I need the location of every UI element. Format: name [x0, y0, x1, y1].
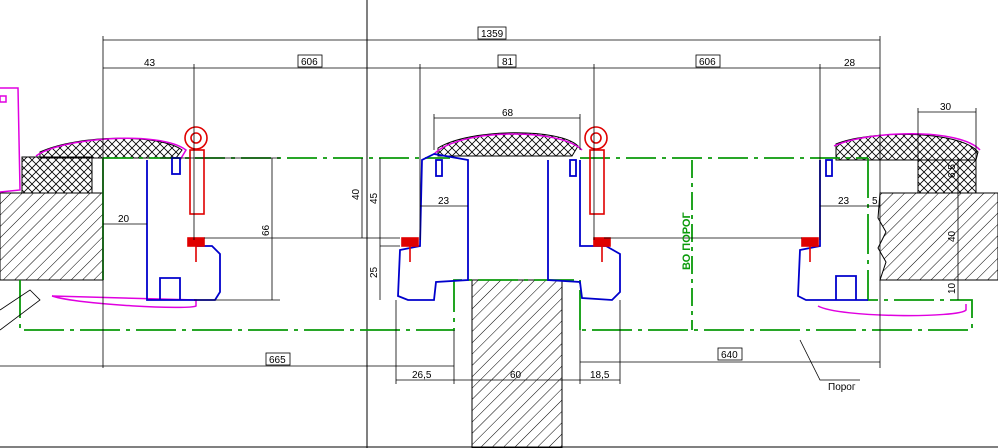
dim-5: 5 — [872, 196, 878, 207]
hinge-right — [584, 126, 611, 262]
dim-66: 66 — [261, 224, 272, 236]
screw-2 — [401, 237, 419, 262]
dimension-lines — [0, 36, 977, 384]
dimension-boxes — [265, 26, 743, 366]
dim-40-left: 40 — [351, 188, 362, 200]
dim-30: 30 — [940, 102, 952, 113]
insulation — [21, 132, 979, 194]
screw-4 — [801, 237, 819, 262]
dim-606-right: 606 — [699, 57, 716, 68]
center-post — [471, 279, 563, 448]
dim-28: 28 — [844, 58, 856, 69]
floor-level-label: ВО ПОРОГ — [681, 212, 693, 270]
dim-25: 25 — [369, 266, 380, 278]
dim-60: 60 — [510, 370, 522, 381]
dim-26-5: 26,5 — [412, 370, 432, 381]
dim-18-5: 18,5 — [590, 370, 610, 381]
dim-40-right: 40 — [947, 230, 958, 242]
dim-20: 20 — [118, 214, 130, 225]
magenta-trims — [0, 87, 981, 317]
dim-640: 640 — [721, 350, 738, 361]
wall-left — [0, 192, 104, 281]
dim-665: 665 — [269, 355, 286, 366]
dim-43: 43 — [144, 58, 156, 69]
hinge-left — [184, 126, 208, 262]
dim-10: 10 — [947, 282, 958, 294]
dim-606-left: 606 — [301, 57, 318, 68]
dim-45: 45 — [369, 192, 380, 204]
threshold-label: Порог — [828, 382, 856, 393]
dim-23-left: 23 — [438, 196, 450, 207]
blue-profiles — [146, 153, 868, 301]
dim-68: 68 — [502, 108, 514, 119]
dim-6-5: 6,5 — [947, 164, 958, 178]
dim-total: 1359 — [481, 29, 504, 40]
dim-81: 81 — [502, 57, 514, 68]
dim-23-right: 23 — [838, 196, 850, 207]
wall-right — [877, 192, 998, 281]
